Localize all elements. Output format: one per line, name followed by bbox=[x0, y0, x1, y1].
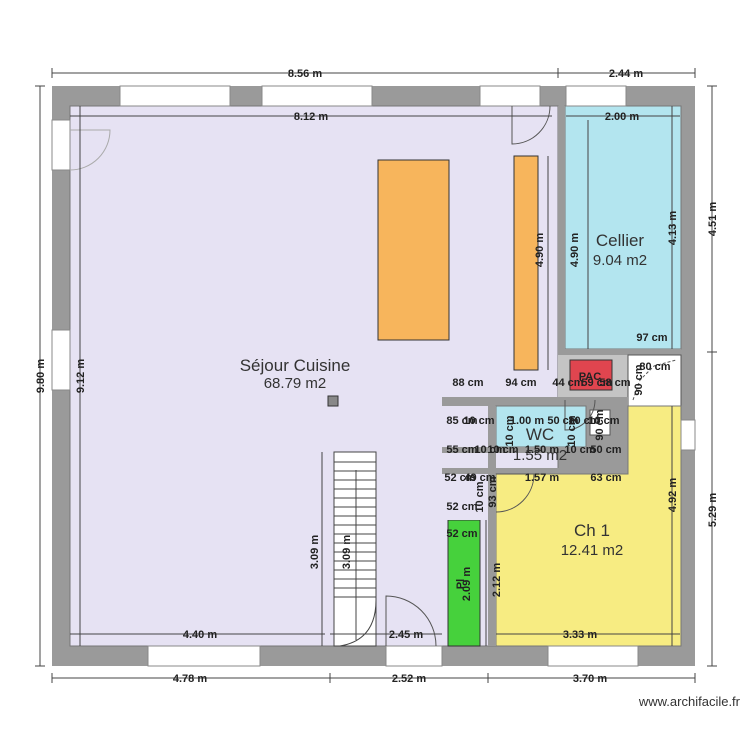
window[interactable] bbox=[51, 119, 71, 171]
pac-unit[interactable] bbox=[569, 359, 613, 391]
room-area-ch1: 12.41 m2 bbox=[561, 542, 624, 559]
dim-59cm: 59 cm bbox=[581, 377, 612, 389]
dim-left-outer: 9.80 m bbox=[35, 359, 47, 393]
dim-10cm-i: 10 cm bbox=[487, 444, 518, 456]
dim-1-57m: 1.57 m bbox=[525, 472, 559, 484]
dim-50cm-a: 50 cm bbox=[547, 415, 578, 427]
dim-bottom-inner-2: 2.45 m bbox=[389, 629, 423, 641]
dim-58cm: 58 cm bbox=[599, 377, 630, 389]
door[interactable] bbox=[69, 129, 111, 171]
dim-85cm: 85 cm bbox=[446, 415, 477, 427]
dim-10cm-c: 10 cm bbox=[504, 415, 516, 446]
pillar bbox=[327, 395, 339, 407]
dim-10cm-f: 10 cm bbox=[564, 444, 595, 456]
dim-top-inner-right: 2.00 m bbox=[605, 111, 639, 123]
dim-44cm: 44 cm bbox=[552, 377, 583, 389]
dim-52cm-c: 52 cm bbox=[446, 528, 477, 540]
dim-88cm: 88 cm bbox=[452, 377, 483, 389]
dim-10cm-a: 10 cm bbox=[474, 444, 505, 456]
interior-wall bbox=[442, 397, 628, 406]
kitchen-counter[interactable] bbox=[513, 155, 539, 371]
interior-wall bbox=[442, 500, 488, 520]
dim-top-outer-right: 2.44 m bbox=[609, 68, 643, 80]
dim-49cm: 49 cm bbox=[464, 472, 495, 484]
dim-right-inner-bottom: 4.92 m bbox=[667, 478, 679, 512]
dim-93cm: 93 cm bbox=[487, 476, 499, 507]
interior-wall bbox=[565, 349, 681, 355]
dim-right-outer-bottom: 5.29 m bbox=[707, 493, 719, 527]
door[interactable] bbox=[495, 473, 535, 513]
interior-wall bbox=[442, 447, 628, 453]
window[interactable] bbox=[479, 85, 541, 107]
window[interactable] bbox=[147, 645, 261, 667]
kitchen-island[interactable] bbox=[377, 159, 450, 341]
room-area-sejour: 68.79 m2 bbox=[264, 375, 327, 392]
dim-bottom-inner-1: 4.40 m bbox=[183, 629, 217, 641]
dimension-lines bbox=[35, 68, 717, 683]
shower-door bbox=[632, 359, 677, 401]
dim-80cm: 80 cm bbox=[639, 361, 670, 373]
wc-fixture bbox=[589, 409, 611, 436]
dim-top-outer-left: 8.56 m bbox=[288, 68, 322, 80]
dim-52cm-b: 52 cm bbox=[446, 501, 477, 513]
door[interactable] bbox=[564, 399, 596, 431]
dim-10cm-e: 10 cm bbox=[463, 415, 494, 427]
dim-90cm: 90 cm bbox=[633, 364, 645, 395]
dim-10cm-h: 10 cm bbox=[568, 415, 599, 427]
room-cellier[interactable] bbox=[564, 105, 682, 350]
dim-bottom-outer-3: 3.70 m bbox=[573, 673, 607, 685]
window[interactable] bbox=[261, 85, 373, 107]
dim-right-inner-top: 4.13 m bbox=[667, 211, 679, 245]
room-area-cellier: 9.04 m2 bbox=[593, 252, 647, 269]
dim-10cm-b: 10 cm bbox=[474, 481, 486, 512]
room-wc[interactable] bbox=[495, 405, 587, 448]
window[interactable] bbox=[51, 329, 71, 391]
window[interactable] bbox=[565, 85, 627, 107]
dim-1-50m: 1.50 m bbox=[525, 444, 559, 456]
dim-top-inner-left: 8.12 m bbox=[294, 111, 328, 123]
dimension-labels: 8.56 m 2.44 m 8.12 m 2.00 m 9.80 m 9.12 … bbox=[35, 68, 719, 685]
staircase[interactable] bbox=[333, 451, 377, 647]
interior-wall bbox=[442, 468, 628, 474]
interior-wall bbox=[488, 406, 496, 468]
dim-stairs-outer: 3.09 m bbox=[309, 535, 321, 569]
interior-wall bbox=[558, 106, 565, 396]
pac-label: PAC bbox=[579, 371, 601, 383]
dim-stairs-inner: 3.09 m bbox=[341, 535, 353, 569]
dim-55cm: 55 cm bbox=[446, 444, 477, 456]
dim-10cm-g: 10 cm bbox=[588, 415, 619, 427]
window[interactable] bbox=[547, 645, 639, 667]
dim-placard-height: 2.09 m bbox=[461, 567, 473, 601]
door[interactable] bbox=[385, 595, 443, 667]
dim-right-outer-top: 4.51 m bbox=[707, 202, 719, 236]
dim-counter-height: 4.90 m bbox=[534, 233, 546, 267]
dim-10cm-d: 10 cm bbox=[566, 415, 578, 446]
dim-1-00m: 1.00 m bbox=[510, 415, 544, 427]
room-label-cellier: Cellier bbox=[596, 231, 645, 250]
dim-ch1-left: 2.12 m bbox=[491, 563, 503, 597]
dim-bottom-inner-3: 3.33 m bbox=[563, 629, 597, 641]
watermark: www.archifacile.fr bbox=[638, 694, 741, 709]
shower-tray bbox=[627, 354, 682, 407]
window[interactable] bbox=[680, 419, 696, 451]
dim-bottom-outer-1: 4.78 m bbox=[173, 673, 207, 685]
room-area-wc: 1.55 m2 bbox=[513, 447, 567, 464]
room-label-sejour: Séjour Cuisine bbox=[240, 356, 351, 375]
room-label-wc: WC bbox=[526, 425, 554, 444]
dim-63cm: 63 cm bbox=[590, 472, 621, 484]
dim-94cm: 94 cm bbox=[505, 377, 536, 389]
dim-97cm: 97 cm bbox=[636, 332, 667, 344]
dim-bottom-outer-2: 2.52 m bbox=[392, 673, 426, 685]
dim-52cm-a: 52 cm bbox=[444, 472, 475, 484]
window[interactable] bbox=[119, 85, 231, 107]
placard-label: Pl bbox=[455, 579, 467, 589]
interior-wall bbox=[488, 474, 496, 646]
dim-left-inner: 9.12 m bbox=[75, 359, 87, 393]
dim-cellier-wall: 4.90 m bbox=[569, 233, 581, 267]
room-label-ch1: Ch 1 bbox=[574, 521, 610, 540]
dim-90cm-b: 90 cm bbox=[594, 409, 606, 440]
door[interactable] bbox=[511, 105, 551, 145]
dim-50cm-b: 50 cm bbox=[590, 444, 621, 456]
